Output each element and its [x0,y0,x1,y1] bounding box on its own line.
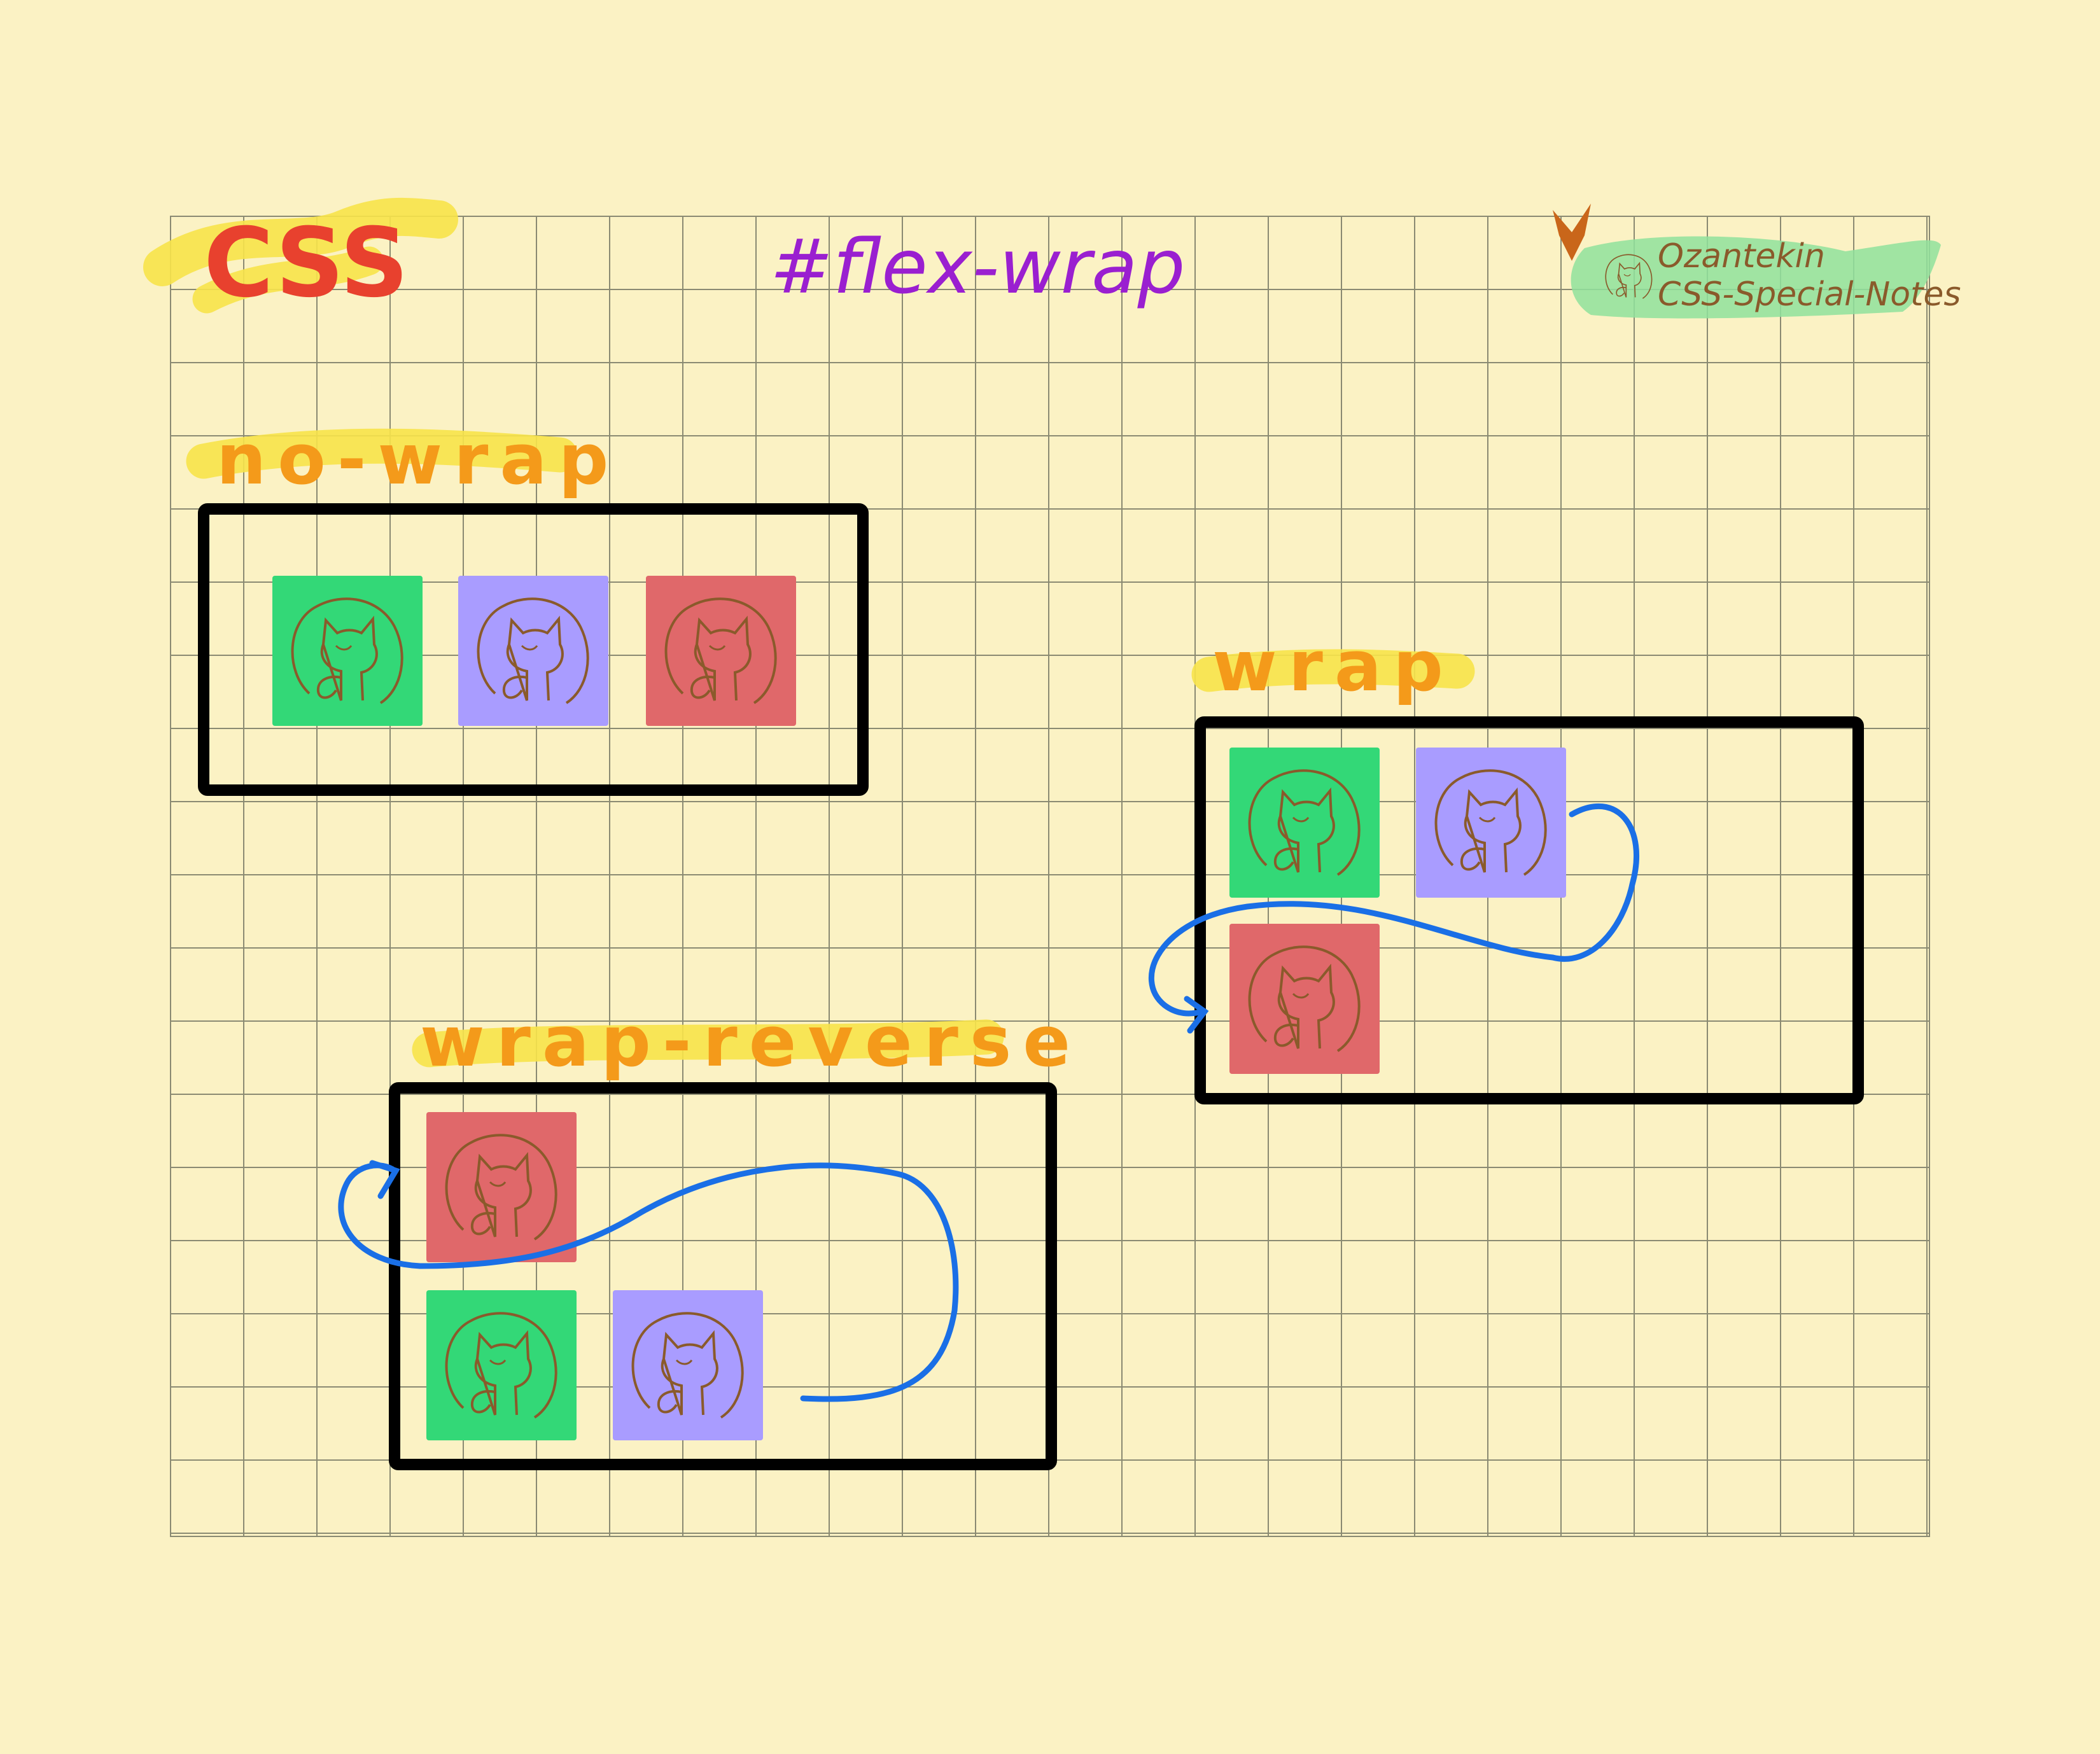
credit-author: Ozantekin [1658,237,1825,275]
credit-repo: CSS-Special-Notes [1658,275,1961,314]
flex-item-red [426,1112,577,1262]
example-no-wrap: no-wrap [186,419,869,796]
flex-item-purple [458,576,608,726]
subject-heading: CSS [143,197,458,319]
flex-container-wrap [1194,716,1864,1104]
wrap-flow-arrow [1148,804,1640,1017]
example-wrap: wrap [1148,625,1864,1104]
flex-item-green [1229,748,1380,898]
topic-title: #flex-wrap [770,223,1185,310]
subject-text: CSS [204,208,409,319]
flex-container-no-wrap [198,503,869,796]
flex-item-green [272,576,423,726]
label-wrap-reverse: wrap-reverse [420,1001,1082,1082]
label-wrap: wrap [1212,625,1455,707]
wrap-reverse-flow-arrow [338,1162,959,1402]
credit-badge: Ozantekin CSS-Special-Notes [1553,204,1961,319]
flex-container-wrap-reverse [389,1082,1057,1470]
flex-item-green [426,1290,577,1440]
example-wrap-reverse: wrap-reverse [338,1001,1082,1470]
flex-item-red [1229,924,1380,1074]
flex-item-purple [1416,748,1566,898]
arrow-down-icon [1553,204,1591,261]
label-no-wrap: no-wrap [216,419,620,500]
flex-item-purple [613,1290,763,1440]
flex-item-red [646,576,796,726]
